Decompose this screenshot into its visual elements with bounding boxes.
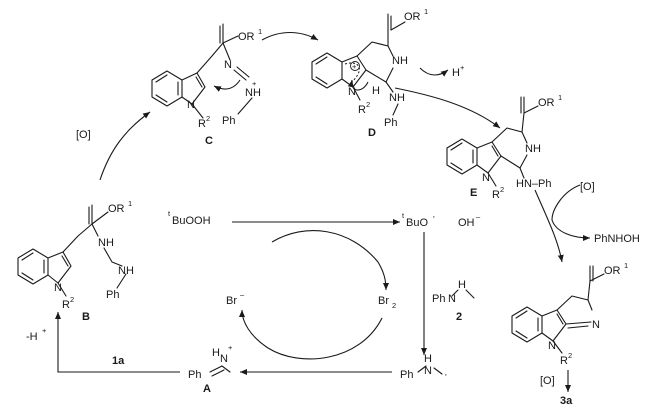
b-ph: Ph [106, 289, 119, 301]
b-n-indole: N [54, 282, 62, 294]
compound-c-structure [151, 23, 253, 119]
a-plus: + [228, 343, 233, 352]
rad-n: N [424, 365, 432, 377]
c-ester: OR [238, 31, 255, 43]
d-ph: Ph [384, 117, 397, 129]
arrow-e-to-3a [534, 189, 564, 263]
p3a-r2-sup: 2 [568, 351, 572, 360]
arrow-cycle-top [271, 230, 389, 291]
e-ester: OR [538, 97, 555, 109]
b-nh-1: NH [98, 237, 114, 249]
d-r2: R [358, 104, 366, 116]
p3a-ester-sup: 1 [624, 261, 628, 270]
compound-c-label: C [205, 135, 213, 147]
p3a-ester: OR [604, 265, 621, 277]
b-nh-2: NH [118, 265, 134, 277]
minus-h-plus-sup: + [42, 326, 47, 335]
tbuooh-label: BuOOH [172, 215, 211, 227]
p3a-n: N [592, 319, 600, 331]
d-ester-sup: 1 [424, 7, 428, 16]
b-ester-sup: 1 [128, 199, 132, 208]
br2-sub: 2 [392, 301, 396, 310]
minus-h-plus-label: -H [26, 331, 38, 343]
compound-a-structure [209, 365, 231, 377]
arrow-h-plus-release [419, 67, 449, 77]
b-r2-sup: 2 [70, 295, 74, 304]
e-n-indole: N [482, 172, 490, 184]
c-plus: + [252, 79, 257, 88]
c-ph: Ph [222, 115, 235, 127]
arrow-d-to-e [394, 87, 501, 129]
arrow-c-to-d [261, 31, 319, 41]
phnhoh-label: PhNHOH [594, 233, 640, 245]
p3a-n-indole: N [548, 340, 556, 352]
compound-3a-structure [511, 265, 605, 354]
a-ph: Ph [188, 369, 201, 381]
compound-b-label: B [82, 311, 90, 323]
tbuo-dot: · [432, 211, 436, 223]
e-nh-ring: NH [525, 143, 541, 155]
compound-a-label: A [203, 383, 211, 395]
oxidant-label-left: [O] [76, 129, 91, 141]
compound-3a-label: 3a [560, 395, 573, 407]
tbuo-label: BuO [406, 217, 428, 229]
oh-label: OH [458, 217, 475, 229]
oh-minus: – [476, 212, 481, 221]
a-h: H [212, 347, 220, 359]
compound-e-structure [446, 96, 539, 187]
c-n-imine: N [224, 59, 232, 71]
tbuooh-sup: t [168, 209, 171, 218]
e-hn-ph: HN–Ph [516, 178, 551, 190]
oxidant-label-right: [O] [580, 181, 595, 193]
compound-e-label: E [470, 187, 477, 199]
cmp2-n: N [448, 293, 456, 305]
cmp2-ph: Ph [432, 293, 445, 305]
rad-dot: · [444, 369, 448, 381]
p3a-r2: R [560, 355, 568, 367]
b-r2: R [62, 299, 70, 311]
aminyl-radical-structure [417, 365, 443, 375]
e-r2: R [492, 189, 500, 201]
rad-h: H [424, 353, 432, 365]
compound-d-label: D [368, 127, 376, 139]
c-ester-sup: 1 [258, 27, 262, 36]
rad-ph: Ph [400, 369, 413, 381]
br2-label: Br [378, 295, 389, 307]
h-plus-release: H [452, 67, 460, 79]
br-minus-label: Br [226, 295, 237, 307]
arrow-cycle-bottom [239, 309, 383, 360]
arrow-oxidant-e [551, 184, 591, 241]
d-nh-ring: NH [392, 55, 408, 67]
compound-b-structure [17, 204, 127, 297]
arrow-b-to-c [99, 111, 151, 181]
compound-1a-label: 1a [112, 355, 125, 367]
c-r2-sup: 2 [206, 114, 210, 123]
d-r2-sup: 2 [366, 100, 370, 109]
c-r2: R [198, 118, 206, 130]
h-plus-release-sup: + [460, 63, 465, 72]
tbuo-sup: t [402, 211, 405, 220]
d-h: H [372, 85, 380, 97]
b-ester: OR [108, 203, 125, 215]
c-n-indole: N [187, 99, 195, 111]
d-plus: + [352, 62, 357, 71]
oxidant-label-bottom: [O] [540, 375, 555, 387]
d-n-indole: N [348, 86, 356, 98]
e-r2-sup: 2 [500, 185, 504, 194]
d-ester: OR [404, 11, 421, 23]
e-ester-sup: 1 [558, 93, 562, 102]
arrow-a-to-b [55, 312, 180, 373]
cmp2-h: H [458, 279, 466, 291]
compound-d-structure [311, 13, 406, 116]
a-n: N [220, 353, 228, 365]
compound-2-label: 2 [456, 311, 462, 323]
d-nh-side: NH [389, 92, 405, 104]
compound-2-structure [451, 289, 475, 299]
c-nh: NH [245, 87, 261, 99]
br-minus-sup: – [240, 290, 245, 299]
